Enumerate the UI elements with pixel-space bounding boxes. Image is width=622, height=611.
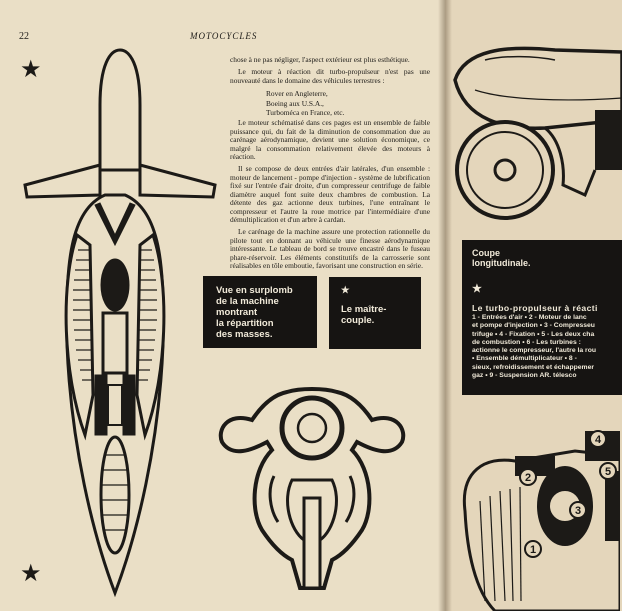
list-item: Turboméca en France, etc. xyxy=(266,108,345,118)
legend-line: de combustion • 6 - Les turbines : xyxy=(472,338,581,346)
longitudinal-section-illustration xyxy=(453,46,622,220)
paragraph: chose à ne pas négliger, l'aspect extéri… xyxy=(230,55,410,64)
overhang-caption-box: Vue en surplomb de la machine montrant l… xyxy=(203,276,317,348)
legend-line: et pompe d'injection • 3 - Compresseu xyxy=(472,322,595,330)
diagram-callouts xyxy=(519,430,617,558)
legend-line: • Ensemble démultiplicateur • 8 - xyxy=(472,355,577,363)
star-icon: ★ xyxy=(20,56,42,83)
list-item: Rover en Angleterre, xyxy=(266,89,328,99)
section-title: Coupe longitudinale. xyxy=(472,248,531,268)
legend-line: trifuge • 4 - Fixation • 5 - Les deux ch… xyxy=(472,330,595,338)
front-view-illustration xyxy=(218,387,406,590)
paragraph: Il se compose de deux entrées d'air laté… xyxy=(230,164,430,224)
star-icon: ★ xyxy=(341,285,350,296)
caption-line: montrant xyxy=(216,307,258,318)
callout-number: 3 xyxy=(575,505,581,517)
callout-number: 4 xyxy=(595,434,602,446)
list-item: Boeing aux U.S.A., xyxy=(266,98,324,108)
callout-number: 1 xyxy=(530,544,536,556)
star-icon: ★ xyxy=(20,560,42,587)
caption-line: la répartition xyxy=(216,318,274,329)
caption-line: de la machine xyxy=(216,296,279,307)
paragraph: Le moteur schématisé dans ces pages est … xyxy=(230,118,430,162)
turbo-title: Le turbo-propulseur à réacti xyxy=(472,303,598,313)
caption-line: des masses. xyxy=(216,329,273,340)
legend-line: sieux, refroidissement et échappemer xyxy=(472,363,595,371)
manufacturer-list: Rover en Angleterre, Boeing aux U.S.A., … xyxy=(266,89,430,117)
callout-number: 2 xyxy=(525,472,531,484)
paragraph: Le carénage de la machine assure une pro… xyxy=(230,227,430,270)
legend-line: actionne le compresseur, l'autre la rou xyxy=(472,347,597,355)
engine-illustration: 1 2 3 4 5 xyxy=(462,430,620,611)
turbo-caption-box: Coupe longitudinale. ★ Le turbo-propulse… xyxy=(462,240,622,395)
legend-line: gaz • 9 - Suspension AR. télesco xyxy=(472,372,577,380)
body-text: chose à ne pas négliger, l'aspect extéri… xyxy=(230,55,430,274)
callout-number: 5 xyxy=(605,466,611,478)
caption-text: Le maître-couple. xyxy=(341,304,387,326)
paragraph: Le moteur à réaction dit turbo-propulseu… xyxy=(230,67,430,85)
caption-line: Vue en surplomb xyxy=(216,285,293,296)
master-couple-caption-box: ★ Le maître-couple. xyxy=(329,277,421,349)
book-gutter xyxy=(438,0,452,611)
top-view-illustration xyxy=(23,48,217,598)
legend-line: 1 - Entrées d'air • 2 - Moteur de lanc xyxy=(472,314,587,321)
star-icon: ★ xyxy=(472,283,482,295)
running-head: MOTOCYCLES xyxy=(190,31,258,41)
page-number: 22 xyxy=(19,31,29,42)
